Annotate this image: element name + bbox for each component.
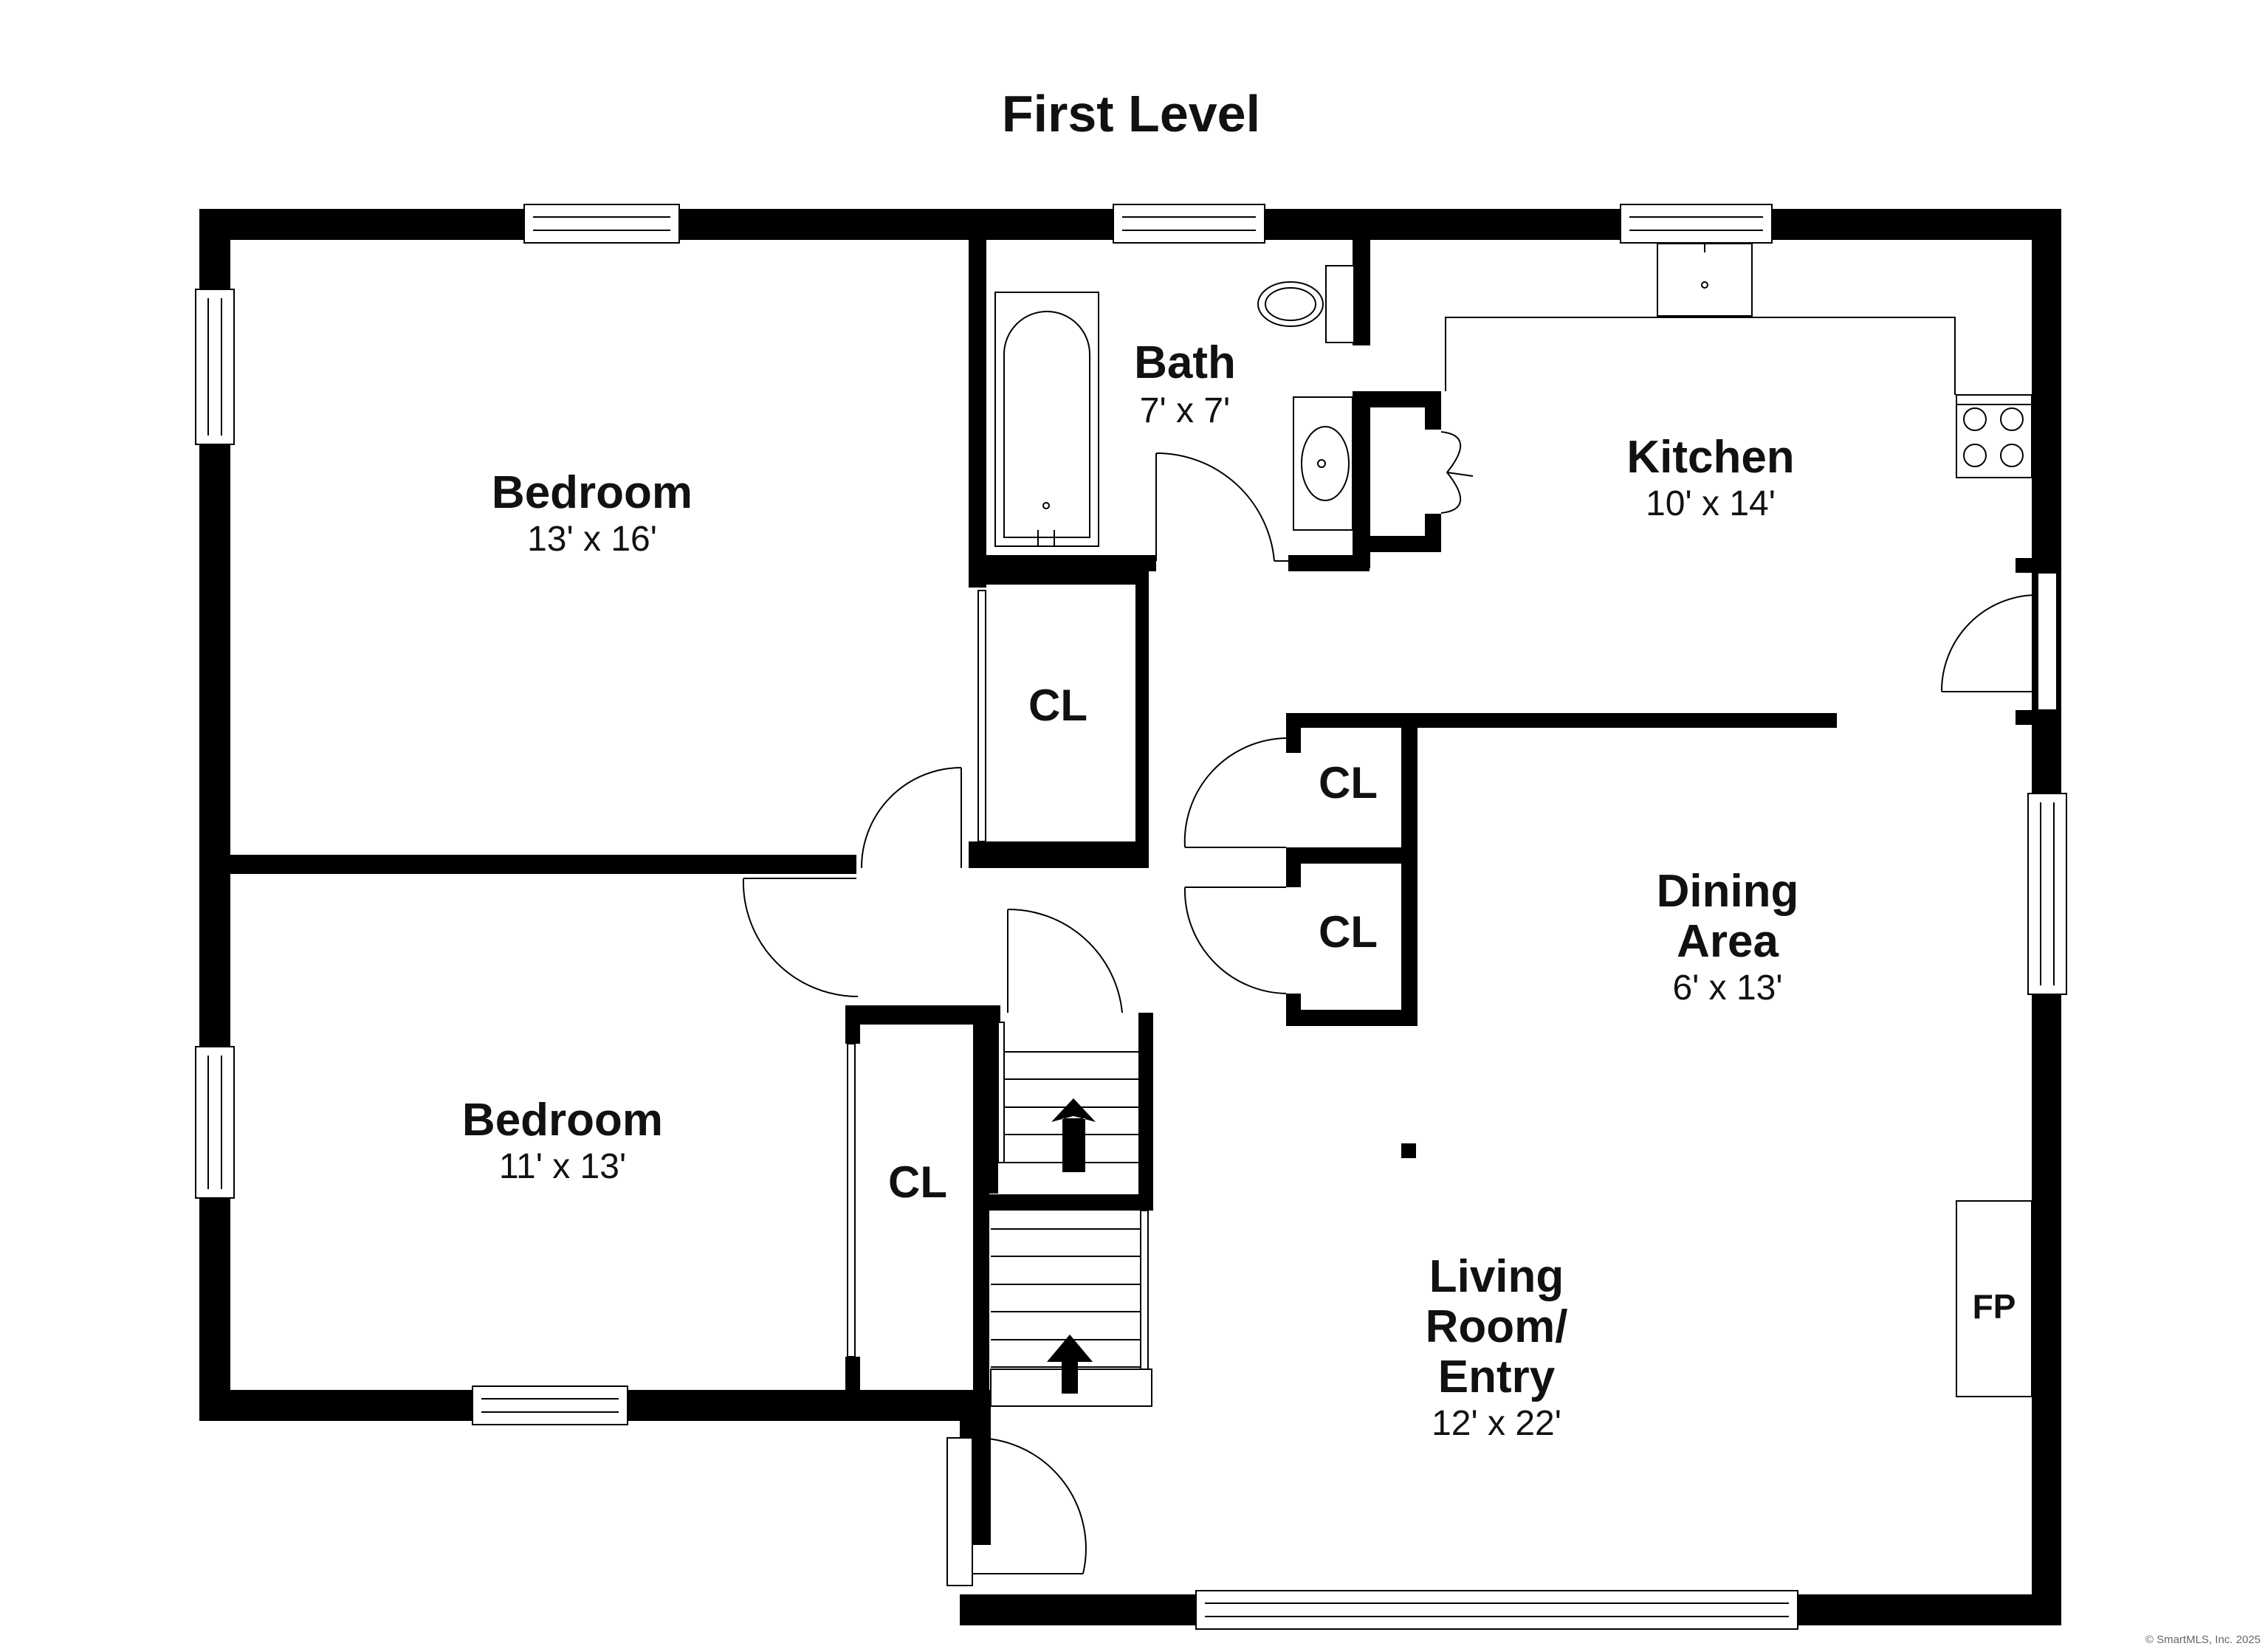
bath-sink (1293, 396, 1353, 531)
window (1620, 204, 1773, 244)
kitchen-exterior-door (1940, 572, 2058, 711)
window (472, 1385, 628, 1425)
window (2027, 793, 2067, 995)
window (1195, 1590, 1798, 1630)
closet-door (1183, 737, 1287, 848)
living-label-line1: Living (1429, 1251, 1564, 1302)
kitchen-dimensions: 10' x 14' (1646, 484, 1776, 523)
fireplace-label: FP (1973, 1287, 2016, 1326)
dining-label-line2: Area (1677, 916, 1779, 967)
dining-label-line1: Dining (1657, 866, 1799, 917)
bath-label: Bath (1134, 337, 1236, 388)
plan-title: First Level (1002, 85, 1260, 142)
bedroom-label: Bedroom (462, 1095, 663, 1146)
doors (742, 431, 2058, 1586)
closet-label: CL (888, 1157, 947, 1207)
bedroom-door (742, 878, 859, 997)
window (195, 1046, 235, 1199)
closet-label: CL (1319, 907, 1378, 957)
closet-label: CL (1028, 681, 1087, 730)
bedroom-door (860, 767, 962, 869)
window (1113, 204, 1265, 244)
living-label-line2: Room/ (1426, 1301, 1568, 1352)
window (523, 204, 680, 244)
stove (1956, 394, 2032, 478)
living-dimensions: 12' x 22' (1432, 1404, 1561, 1443)
copyright: © SmartMLS, Inc. 2025 (2145, 1633, 2261, 1646)
bedroom-label: Bedroom (492, 467, 693, 518)
front-door (946, 1436, 1087, 1586)
toilet (1257, 265, 1355, 343)
closet-door (1183, 887, 1287, 994)
window (195, 289, 235, 445)
up-arrow-icon (1047, 1335, 1093, 1394)
lower-stair-flight (990, 1210, 1152, 1407)
stairs (989, 1022, 1152, 1407)
bath-dimensions: 7' x 7' (1140, 391, 1230, 430)
upper-stair-flight (989, 1022, 1138, 1194)
closet-label: CL (1319, 758, 1378, 808)
bedroom-dimensions: 13' x 16' (527, 520, 657, 559)
living-label-line3: Entry (1438, 1352, 1556, 1402)
bedroom-dimensions: 11' x 13' (499, 1147, 626, 1186)
kitchen-counter (1445, 317, 1956, 395)
windows (195, 204, 2067, 1630)
interior-walls (230, 236, 2061, 1404)
stair-door (1007, 908, 1123, 1013)
up-arrow-icon (1051, 1098, 1096, 1172)
kitchen-label: Kitchen (1626, 432, 1794, 483)
sliding-closet-door (847, 590, 986, 1357)
room-labels: Bedroom 13' x 16' Bath 7' x 7' Kitchen 1… (462, 337, 2016, 1443)
fixtures (994, 242, 2032, 1397)
bathtub (994, 292, 1099, 547)
pantry-door (1440, 431, 1474, 514)
dining-dimensions: 6' x 13' (1672, 968, 1782, 1008)
fireplace (1956, 1200, 2032, 1397)
bath-door (1155, 452, 1288, 562)
kitchen-sink (1657, 242, 1753, 317)
